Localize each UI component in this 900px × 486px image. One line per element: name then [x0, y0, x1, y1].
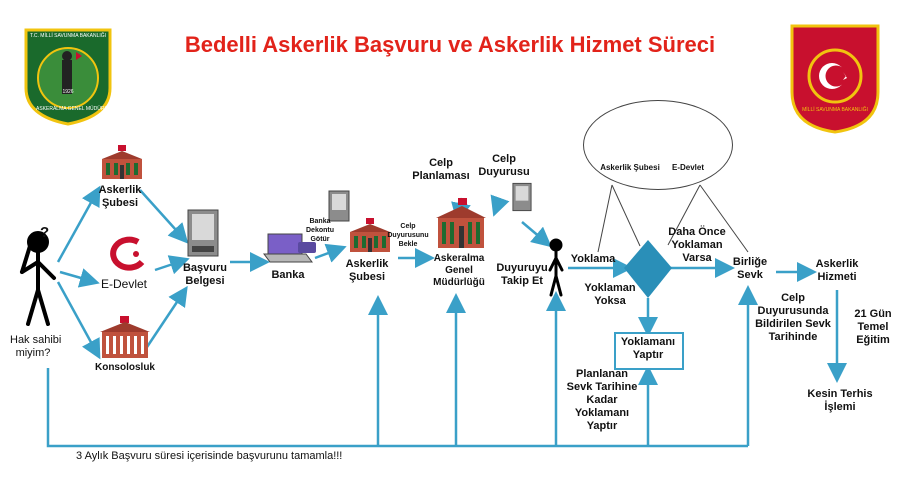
banka-label: Banka [271, 269, 305, 281]
arrow-banka-to-subesi [314, 243, 347, 263]
yoklama-label: Yoklama [570, 253, 616, 265]
arrow-konsolosluk-to-belge [143, 285, 188, 351]
arrow-to-konsolosluk [56, 281, 101, 360]
edevlet-label: E-Devlet [100, 277, 147, 291]
konsolosluk-icon [100, 316, 150, 358]
question-mark: ? [40, 224, 50, 241]
banka-dekontu-icon [328, 190, 350, 222]
bubble-edevlet-label: E-Devlet [671, 163, 704, 172]
person-waiting-icon [548, 238, 564, 297]
callout-bubble [583, 100, 733, 190]
celp-duyurusu-icon [512, 182, 532, 212]
konsolosluk-label: Konsolosluk [94, 362, 155, 373]
arrow-to-askerlik-subesi [56, 185, 101, 263]
bubble-askerlik-subesi-label: Askerlik Şubesi [600, 163, 660, 172]
left-logo-top: T.C. MİLLİ SAVUNMA BAKANLIĞI [30, 33, 107, 39]
msb-logo [790, 24, 880, 134]
footer-line [46, 368, 748, 448]
edevlet-icon [110, 236, 145, 271]
arrow-edevlet-to-belge [154, 255, 190, 275]
yoklamani-yaptir-box [614, 332, 684, 370]
basvuru-belgesi-icon [187, 209, 219, 257]
banka-icon [263, 233, 316, 263]
arrow-duyuru-up [490, 194, 510, 217]
arrow-subesi-to-belge [139, 189, 189, 244]
askerlik-subesi-icon [102, 145, 142, 179]
arrow-duyuru-to-takip [521, 221, 552, 248]
right-logo-text: MİLLİ SAVUNMA BAKANLIĞI [802, 107, 868, 113]
askeralma-logo [24, 28, 112, 126]
left-logo-year: 1926 [62, 89, 74, 95]
decision-diamond [624, 240, 672, 298]
left-logo-text: ASKERALMA GENEL MÜDÜRLÜĞÜ [36, 106, 119, 112]
askeralma-building-icon [436, 198, 486, 248]
diagram-title: Bedelli Askerlik Başvuru ve Askerlik Hiz… [184, 32, 716, 57]
askerlik-subesi-2-icon [350, 218, 390, 252]
person-questioning-icon [20, 231, 56, 326]
footer-note: 3 Aylık Başvuru süresi içerisinde başvur… [76, 450, 343, 462]
arrow-to-edevlet [59, 268, 100, 288]
